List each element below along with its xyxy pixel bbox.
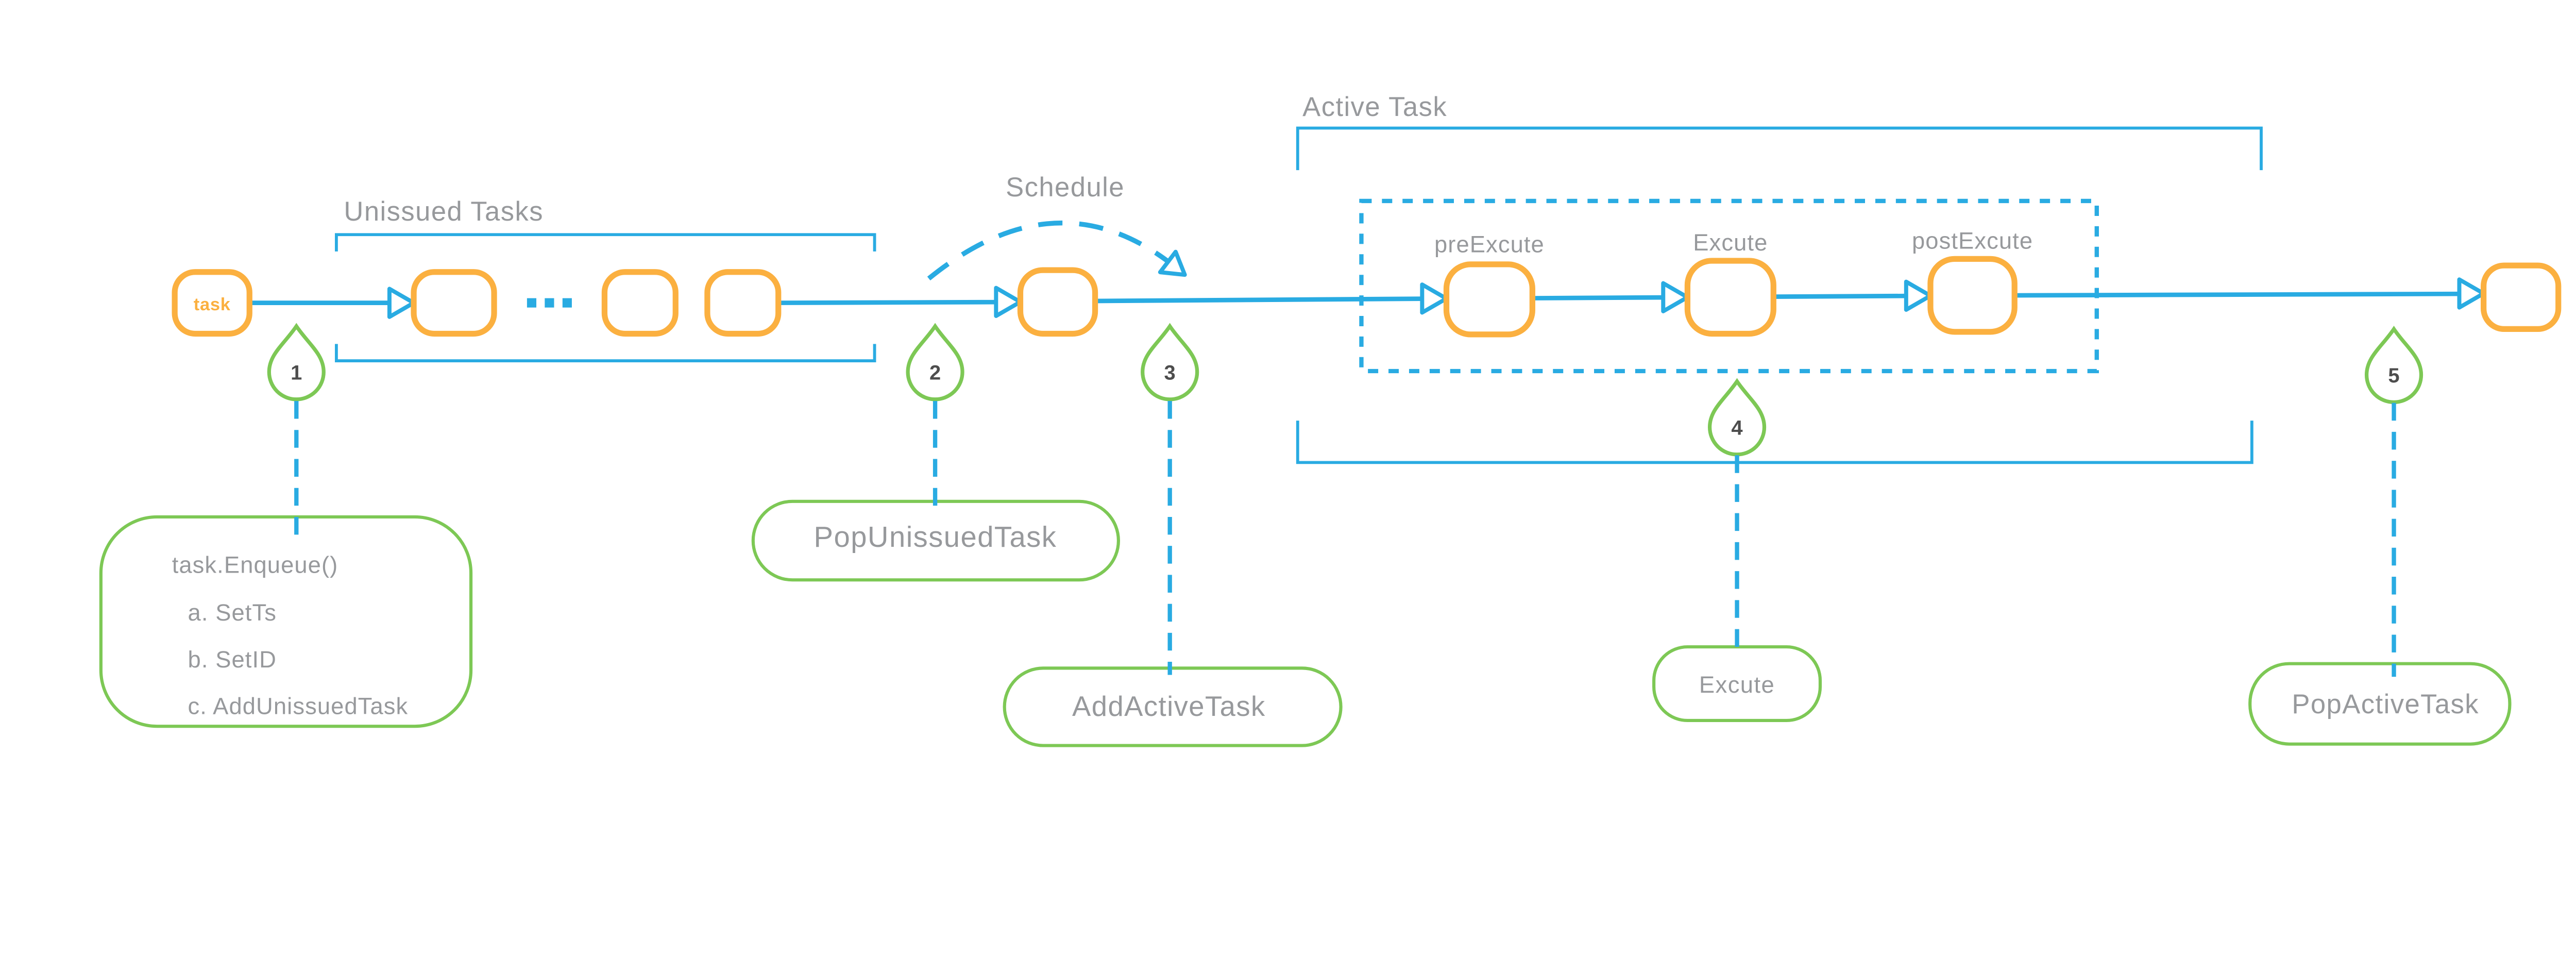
marker-connectors [294, 401, 2396, 677]
execute-callout-text: Excute [1699, 672, 1775, 698]
flow-segment-2 [776, 299, 998, 305]
enqueue-callout-line-4: c. AddUnissuedTask [188, 693, 409, 719]
unissued-tasks-bracket-bottom [335, 344, 876, 362]
pop-active-task-box [2248, 662, 2512, 746]
pop-active-task-text: PopActiveTask [2292, 689, 2479, 719]
arrowhead-5-icon [1904, 279, 1933, 312]
queue-ellipsis-dots [527, 298, 572, 308]
unissued-tasks-label: Unissued Tasks [344, 196, 544, 227]
execute-label: Excute [1693, 229, 1768, 256]
arrowhead-3-icon [1420, 282, 1449, 315]
schedule-group: Schedule [927, 172, 1187, 281]
marker-1-number: 1 [291, 361, 302, 384]
marker-3-number: 3 [1164, 361, 1176, 384]
flow-arrows [247, 277, 2486, 319]
unissued-node-1 [411, 269, 497, 337]
post-execute-node [1927, 256, 2018, 335]
arrowhead-2-icon [994, 286, 1023, 318]
callout-boxes: task.Enqueue() a. SetTs b. SetID c. AddU… [99, 499, 2512, 747]
active-task-label: Active Task [1302, 92, 1447, 122]
marker-2-number: 2 [929, 361, 941, 384]
flow-segment-3 [1093, 296, 1425, 304]
unissued-node-3 [704, 269, 782, 337]
flow-segment-6 [2012, 291, 2462, 298]
unissued-node-2 [601, 269, 679, 337]
arrowhead-6-icon [2457, 277, 2486, 310]
enqueue-callout-line-3: b. SetID [188, 646, 277, 673]
schedule-node [1017, 267, 1098, 337]
enqueue-callout-line-1: task.Enqueue() [172, 552, 338, 578]
add-active-task-box [1003, 666, 1343, 747]
marker-3-teardrop [1141, 323, 1199, 401]
step-markers: 1 2 3 4 5 [267, 323, 2424, 457]
flow-segment-4 [1530, 295, 1666, 300]
enqueue-callout-box [99, 515, 473, 728]
execute-node [1684, 258, 1776, 337]
active-task-bracket-bottom [1296, 421, 2253, 464]
post-execute-label: postExcute [1912, 227, 2033, 254]
pop-unissued-task-text: PopUnissuedTask [814, 521, 1057, 553]
add-active-task-text: AddActiveTask [1072, 691, 1266, 722]
active-task-bracket-top [1296, 126, 2263, 171]
pre-execute-node [1443, 261, 1535, 338]
task-node-label: task [194, 295, 231, 314]
enqueue-callout-line-2: a. SetTs [188, 599, 277, 626]
arrowhead-4-icon [1661, 281, 1690, 313]
task-node [172, 269, 252, 337]
unissued-tasks-bracket-top [335, 233, 876, 252]
phase-node-labels: preExcute Excute postExcute [1434, 227, 2033, 258]
marker-1-teardrop [267, 323, 326, 401]
schedule-label: Schedule [1006, 172, 1125, 203]
active-task-group: Active Task [1296, 92, 2263, 464]
unissued-tasks-group: Unissued Tasks [335, 196, 876, 362]
marker-4-teardrop [1707, 378, 1767, 457]
marker-5-number: 5 [2388, 364, 2399, 387]
schedule-arc-arrow [927, 220, 1176, 281]
marker-4-number: 4 [1731, 416, 1742, 439]
pre-execute-label: preExcute [1434, 231, 1545, 258]
arrowhead-1-icon [387, 287, 416, 319]
schedule-arc-arrowhead-icon [1158, 249, 1187, 277]
flow-nodes: task [172, 256, 2562, 338]
marker-5-teardrop [2364, 325, 2424, 404]
marker-2-teardrop [906, 323, 964, 401]
done-node [2481, 262, 2562, 332]
